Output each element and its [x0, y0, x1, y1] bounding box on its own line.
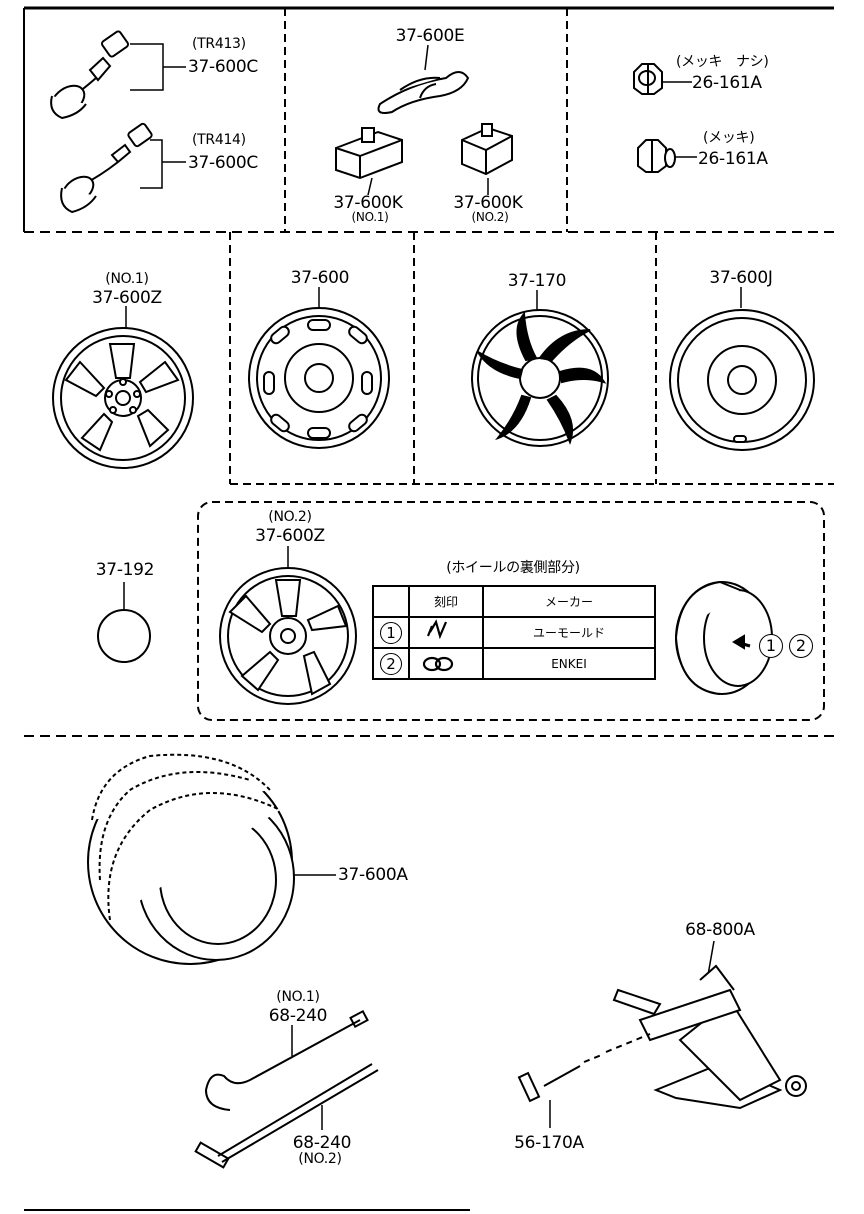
mark-cell [408, 616, 484, 649]
wheel-rear-view [675, 580, 773, 695]
nut-plain [633, 63, 663, 95]
row-number: 2 [380, 652, 402, 675]
mark-cell [408, 647, 484, 680]
valve-tr414-part-number: 37-600C [188, 153, 258, 173]
weight-k1-note: (NO.1) [351, 210, 389, 224]
jack [612, 964, 807, 1110]
steel-wheel [248, 307, 390, 449]
table-row: 2 ENKEI [372, 647, 656, 680]
jack-bar [517, 1033, 651, 1103]
alloy2-part-number: 37-600Z [255, 526, 325, 546]
alloy1-part-number: 37-600Z [92, 288, 162, 308]
row-number: 1 [380, 621, 402, 644]
nut-plated [637, 139, 676, 173]
valve-tr413-part-number: 37-600C [188, 57, 258, 77]
jack-handle-no2 [194, 1063, 379, 1169]
nut1-note: (メッキ ナシ) [676, 54, 769, 70]
handle2-note: (NO.2) [298, 1151, 342, 1167]
maker-table-caption: (ホイールの裏側部分) [446, 560, 580, 576]
tire-part-number: 37-600A [338, 865, 408, 885]
weight-k1-part-number: 37-600K [333, 193, 403, 213]
valve-tr414 [60, 122, 153, 214]
weight-e [377, 71, 470, 114]
maker-table: 刻印 メーカー 1 ユーモールド 2 ENKEI [372, 585, 656, 680]
callout-2: 2 [789, 634, 813, 658]
weight-k1 [335, 127, 403, 180]
alloy-wheel-no1 [52, 327, 194, 469]
wheel-nut-wrench-no1 [204, 1009, 369, 1111]
handle1-part-number: 68-240 [268, 1006, 328, 1026]
leader-lines [123, 43, 762, 1130]
maker-name: ENKEI [482, 647, 656, 680]
alloy-wheel-no2 [219, 567, 357, 705]
wheel-cap [471, 309, 609, 447]
wheel-cap-part-number: 37-170 [507, 271, 567, 291]
header-maker: メーカー [482, 585, 656, 618]
section-dividers [23, 6, 834, 1211]
weight-e-part-number: 37-600E [395, 26, 465, 46]
header-num [372, 585, 410, 618]
nut2-part-number: 26-161A [698, 149, 768, 169]
spare-wheel [669, 309, 815, 451]
weight-k2 [461, 123, 513, 176]
alloy2-note: (NO.2) [268, 509, 312, 525]
valve-tr413-note: (TR413) [192, 36, 246, 52]
alloy1-note: (NO.1) [105, 271, 149, 287]
nut2-note: (メッキ) [703, 130, 755, 146]
jack-bar-part-number: 56-170A [514, 1133, 584, 1153]
valve-tr413 [50, 30, 129, 120]
weight-k2-part-number: 37-600K [453, 193, 523, 213]
ornament-part-number: 37-192 [95, 560, 155, 580]
table-row: 1 ユーモールド [372, 616, 656, 649]
maker-name: ユーモールド [482, 616, 656, 649]
nut1-part-number: 26-161A [692, 73, 762, 93]
maker-table-header: 刻印 メーカー [372, 585, 656, 618]
weight-k2-note: (NO.2) [471, 210, 509, 224]
steel-wheel-part-number: 37-600 [290, 268, 350, 288]
valve-tr414-note: (TR414) [192, 132, 246, 148]
handle1-note: (NO.1) [276, 989, 320, 1005]
handle2-part-number: 68-240 [292, 1133, 352, 1153]
header-mark: 刻印 [408, 585, 484, 618]
jack-part-number: 68-800A [685, 920, 755, 940]
callout-1: 1 [759, 634, 783, 658]
tire [87, 753, 295, 965]
center-ornament [97, 609, 151, 663]
spare-wheel-part-number: 37-600J [709, 268, 773, 288]
